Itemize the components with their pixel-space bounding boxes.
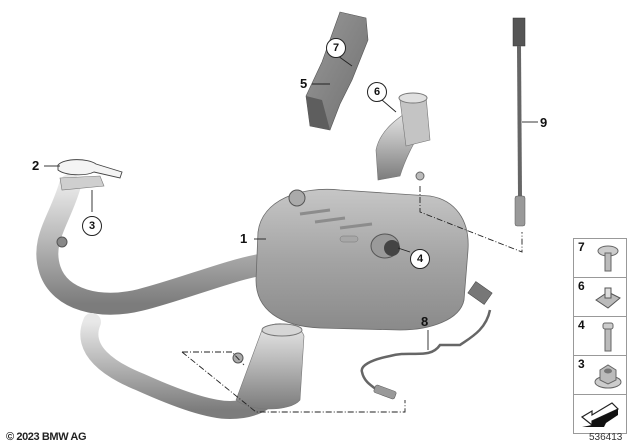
callout-5: 5 <box>300 76 308 91</box>
callout-7: 7 <box>326 38 346 58</box>
legend-item-arrow <box>574 395 626 433</box>
legend-num: 3 <box>578 357 585 371</box>
legend-item-4: 4 <box>574 317 626 356</box>
fastener-legend: 7 6 4 3 <box>573 238 627 434</box>
legend-num: 6 <box>578 279 585 293</box>
callout-3: 3 <box>82 216 102 236</box>
legend-num: 7 <box>578 240 585 254</box>
callout-2: 2 <box>32 158 40 173</box>
heat-shield-part <box>305 11 369 131</box>
legend-item-6: 6 <box>574 278 626 317</box>
silencer-part <box>255 92 469 331</box>
torx-screw-icon <box>597 245 619 272</box>
callout-9: 9 <box>540 115 548 130</box>
clip-nut-icon <box>595 287 621 309</box>
callout-8: 8 <box>421 314 429 329</box>
copyright-text: © 2023 BMW AG <box>6 431 87 443</box>
legend-item-7: 7 <box>574 239 626 278</box>
front-pipe-part <box>36 159 271 315</box>
legend-num: 4 <box>578 318 585 332</box>
callout-6: 6 <box>367 82 387 102</box>
legend-item-3: 3 <box>574 356 626 395</box>
lower-pipe-part <box>80 313 305 420</box>
oxygen-sensor-9-part <box>512 17 526 227</box>
flange-nut-icon <box>594 364 622 389</box>
connection-lines <box>181 186 523 413</box>
oxygen-sensor-8-part <box>360 281 493 400</box>
leader-lines <box>44 55 538 350</box>
callout-4: 4 <box>410 249 430 269</box>
diagram-id: 536413 <box>589 432 623 443</box>
direction-arrow-icon <box>580 402 620 427</box>
callout-1: 1 <box>240 231 248 246</box>
bolt-icon <box>602 322 614 352</box>
